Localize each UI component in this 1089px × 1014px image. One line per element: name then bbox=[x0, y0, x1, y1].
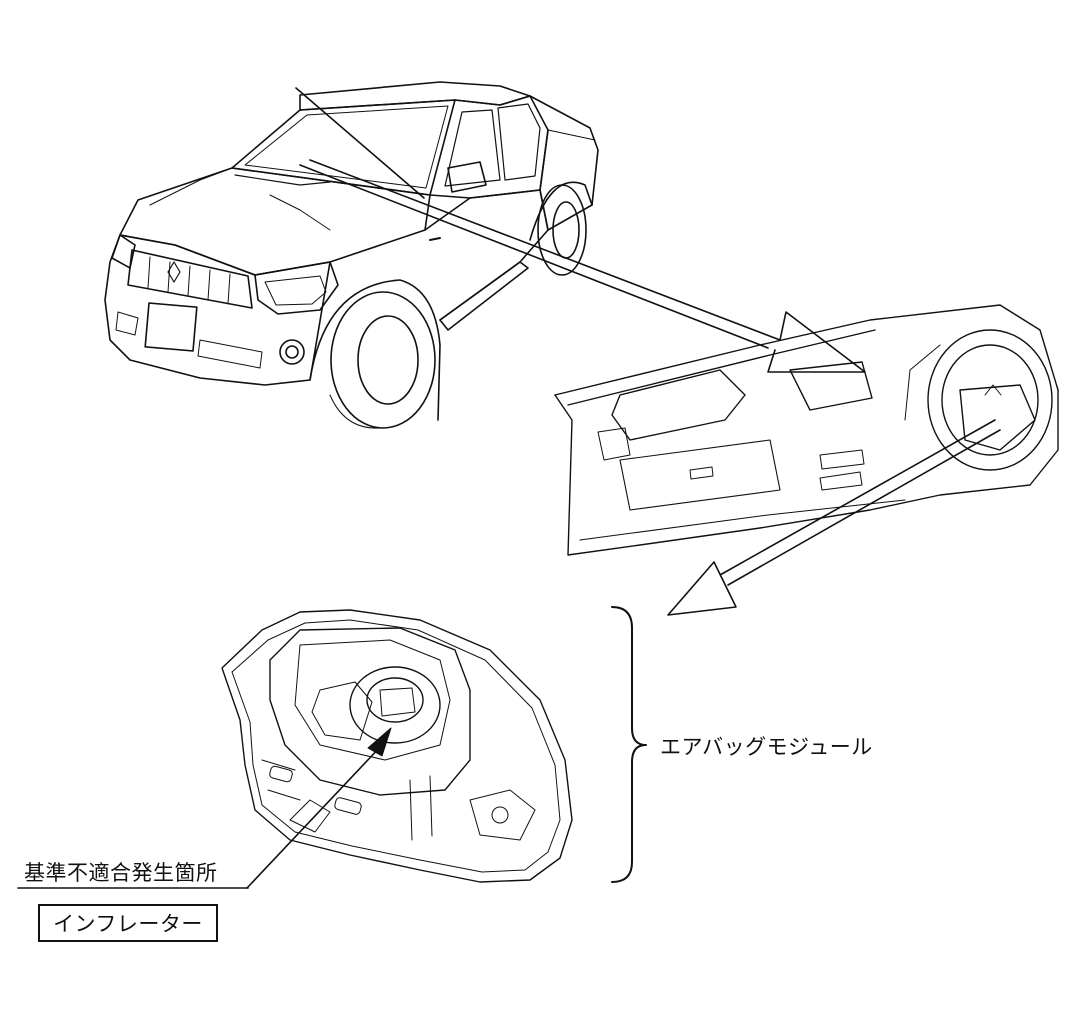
dashboard-illustration bbox=[554, 304, 1059, 556]
inflator-pointer bbox=[17, 727, 392, 889]
airbag-module-label: エアバッグモジュール bbox=[660, 735, 873, 759]
airbag-module-illustration bbox=[221, 609, 573, 883]
inflator-label: インフレーター bbox=[53, 912, 203, 936]
arrow-truck-to-dashboard bbox=[295, 87, 866, 373]
inflator-label-box: インフレーター bbox=[38, 904, 218, 942]
module-bracket bbox=[611, 606, 647, 883]
defect-location-label: 基準不適合発生箇所 bbox=[24, 861, 218, 885]
arrow-dashboard-to-module bbox=[667, 419, 1001, 616]
pickup-truck-illustration bbox=[104, 81, 599, 429]
